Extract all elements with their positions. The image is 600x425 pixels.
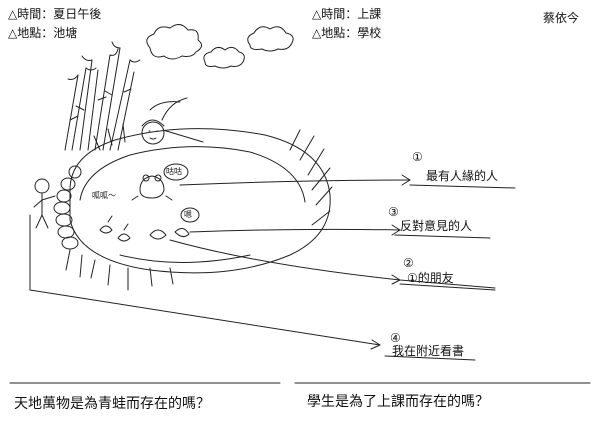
cloud-icon [203,46,245,69]
annotation-number: ③ [388,205,399,219]
left-place-label: △地點：池塘 [8,26,78,40]
annotation-text: 我在附近看書 [392,344,465,358]
speech-bubble-icon [163,163,189,181]
right-time-label: △時間：上課 [312,7,382,21]
annotation-number: ② [403,256,414,270]
insect-sound-label: 呱呱～ [92,191,116,200]
annotation-underline [384,355,476,361]
annotation-underline [394,234,491,239]
annotation-text: 反對意見的人 [400,219,473,233]
small-sound-label: 嗯 [184,210,192,219]
stick-person-icon [33,178,56,229]
annotation-text: 最有人緣的人 [426,169,499,183]
left-time-label: △時間：夏日午後 [8,7,102,21]
reeds-drawing [64,41,141,151]
insects-drawing [99,215,190,242]
frog-icon [131,174,173,201]
pond-drawing [65,97,333,291]
frog-croak-label: 咕咕 [166,167,182,176]
author-name: 蔡依今 [543,11,580,25]
cloud-icon [146,24,202,60]
speech-bubble-icon [180,207,200,223]
stones-drawing [53,165,82,250]
annotation-text: ①的朋友 [407,271,454,285]
girl-face-icon [141,119,204,145]
annotation-number: ① [412,150,423,164]
annotation-underline [409,184,516,189]
cloud-icon [247,26,294,52]
annotation-underline [399,283,496,291]
annotation-arrows [29,174,496,350]
right-question: 學生是為了上課而存在的嗎？ [307,394,489,410]
left-question: 天地萬物是為青蛙而存在的嗎？ [14,396,210,412]
right-place-label: △地點：學校 [312,26,382,40]
annotation-number: ④ [390,331,401,345]
